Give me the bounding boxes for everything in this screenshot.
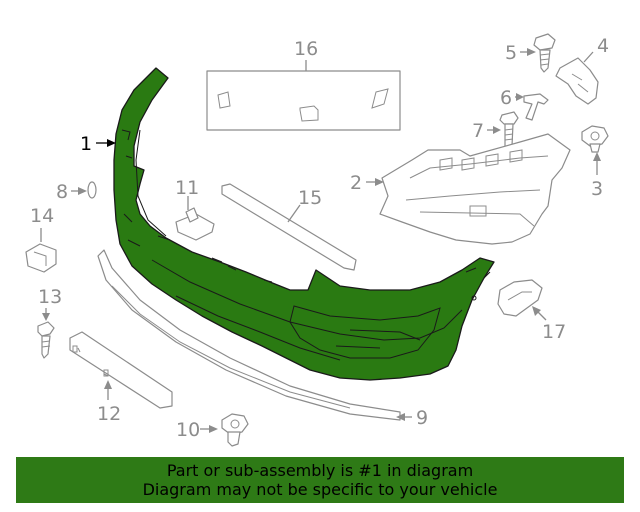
callout-1[interactable]: 1 bbox=[80, 133, 116, 155]
part-15-strip[interactable] bbox=[221, 183, 357, 271]
callout-label-3: 3 bbox=[591, 178, 603, 200]
part-1-bumper-cover[interactable] bbox=[113, 67, 495, 381]
callout-label-12: 12 bbox=[97, 403, 121, 425]
footer-line-2: Diagram may not be specific to your vehi… bbox=[142, 480, 498, 499]
callout-15[interactable]: 15 bbox=[298, 187, 322, 209]
callout-label-15: 15 bbox=[298, 187, 322, 209]
callout-label-5: 5 bbox=[505, 42, 517, 64]
callout-5[interactable]: 5 bbox=[505, 42, 536, 64]
part-5-screw[interactable] bbox=[533, 33, 556, 73]
callout-6[interactable]: 6 bbox=[500, 87, 524, 109]
callout-13[interactable]: 13 bbox=[38, 286, 62, 321]
callout-label-9: 9 bbox=[416, 407, 428, 429]
callout-label-7: 7 bbox=[472, 120, 484, 142]
part-17-side-bracket[interactable] bbox=[497, 279, 543, 317]
callout-11[interactable]: 11 bbox=[175, 177, 199, 199]
part-3-push-nut[interactable] bbox=[581, 125, 609, 153]
callout-3[interactable]: 3 bbox=[591, 152, 603, 200]
callout-2[interactable]: 2 bbox=[350, 172, 384, 194]
callout-label-2: 2 bbox=[350, 172, 362, 194]
callout-17[interactable]: 17 bbox=[532, 306, 566, 343]
callout-8[interactable]: 8 bbox=[56, 181, 87, 203]
part-10-push-pin[interactable] bbox=[221, 413, 249, 447]
part-4-bracket[interactable] bbox=[555, 51, 599, 105]
part-12-plate-bracket[interactable] bbox=[69, 331, 173, 409]
footer-banner: Part or sub-assembly is #1 in diagram Di… bbox=[16, 457, 624, 503]
callout-label-8: 8 bbox=[56, 181, 68, 203]
part-14-clip-nut[interactable] bbox=[25, 228, 57, 273]
part-6-clip[interactable] bbox=[523, 93, 549, 121]
callout-9[interactable]: 9 bbox=[396, 407, 428, 429]
callout-16[interactable]: 16 bbox=[294, 38, 318, 60]
part-8-clip[interactable] bbox=[87, 181, 97, 199]
part-11-clip[interactable] bbox=[175, 196, 215, 241]
part-13-screw[interactable] bbox=[37, 321, 55, 359]
part-9-lower-trim[interactable] bbox=[97, 249, 401, 421]
callout-4[interactable]: 4 bbox=[597, 35, 609, 57]
callout-10[interactable]: 10 bbox=[176, 419, 218, 441]
callout-label-16: 16 bbox=[294, 38, 318, 60]
callout-14[interactable]: 14 bbox=[30, 205, 54, 227]
part-16-plate-kit[interactable] bbox=[206, 60, 401, 131]
callout-label-6: 6 bbox=[500, 87, 512, 109]
callout-label-14: 14 bbox=[30, 205, 54, 227]
callout-label-10: 10 bbox=[176, 419, 200, 441]
part-2-bumper-support[interactable] bbox=[379, 133, 571, 245]
callout-12[interactable]: 12 bbox=[97, 380, 121, 425]
footer-line-1: Part or sub-assembly is #1 in diagram bbox=[166, 461, 474, 480]
callout-label-11: 11 bbox=[175, 177, 199, 199]
parts-diagram: 1 2 3 4 5 6 7 8 9 10 bbox=[25, 33, 609, 447]
callout-label-17: 17 bbox=[542, 321, 566, 343]
callout-label-4: 4 bbox=[597, 35, 609, 57]
callout-label-13: 13 bbox=[38, 286, 62, 308]
callout-7[interactable]: 7 bbox=[472, 120, 501, 142]
callout-label-1: 1 bbox=[80, 133, 92, 155]
